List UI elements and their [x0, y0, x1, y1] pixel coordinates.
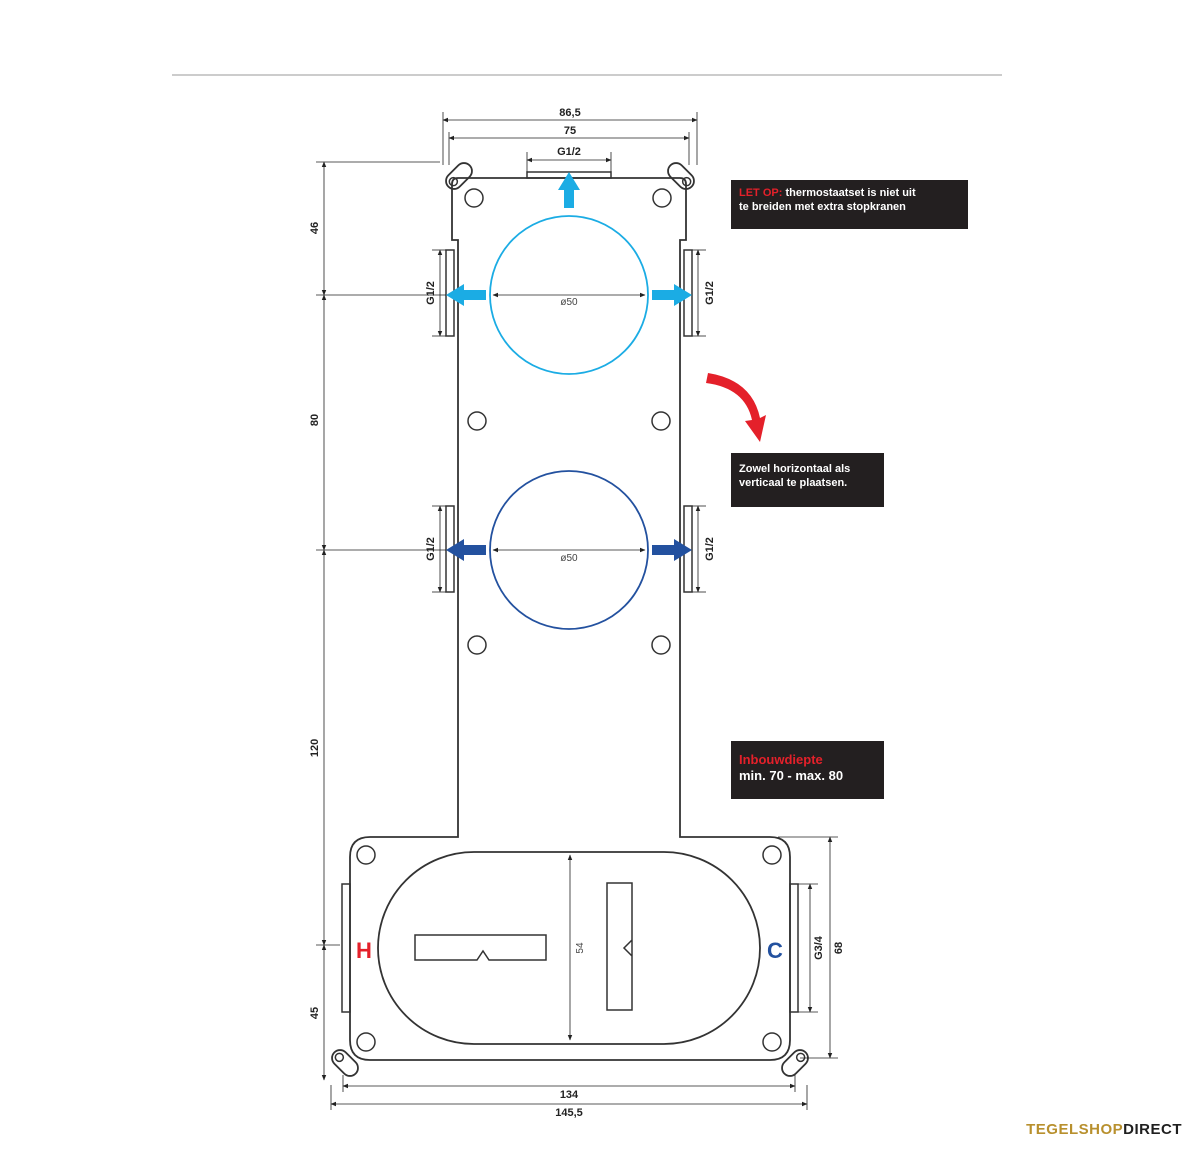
top-right-tab [667, 162, 695, 190]
cold-handle-slot [606, 882, 633, 1011]
cold-label: C [767, 938, 783, 963]
dim-label-75: 75 [564, 125, 576, 137]
mounting-hole [467, 635, 487, 655]
dim-label-145: 145,5 [555, 1107, 583, 1119]
dim-label-top-outlet: G1/2 [557, 146, 581, 158]
depth-note: Inbouwdiepte min. 70 - max. 80 [731, 741, 884, 799]
mounting-hole [356, 845, 376, 865]
brand-part-2: DIRECT [1123, 1121, 1182, 1138]
lower-diameter-label: ø50 [560, 553, 578, 564]
side-boss [341, 883, 351, 1013]
warning-note: LET OP: thermostaatset is niet uit te br… [731, 180, 968, 229]
brand-part-1: TEGELSHOP [1026, 1121, 1124, 1138]
mounting-hole [762, 845, 782, 865]
arrow-up-icon [558, 172, 580, 208]
orientation-line-1: Zowel horizontaal als [739, 463, 851, 475]
dim-label-120: 120 [309, 739, 321, 757]
mounting-hole [464, 188, 484, 208]
hot-label: H [356, 938, 372, 963]
arrow-left-icon [446, 284, 486, 306]
dim-label-86: 86,5 [559, 107, 580, 119]
oval-height-label: 54 [575, 942, 586, 954]
warning-line-2: te breiden met extra stopkranen [739, 201, 906, 213]
dim-label-outlet-lr: G1/2 [704, 537, 716, 561]
dim-label-outlet-ur: G1/2 [704, 281, 716, 305]
orientation-note: Zowel horizontaal als verticaal te plaat… [731, 453, 884, 507]
base-oval [377, 851, 761, 1045]
dim-label-outlet-ll: G1/2 [425, 537, 437, 561]
depth-value: min. 70 - max. 80 [739, 768, 844, 783]
mounting-plate-outline [349, 177, 791, 1061]
dim-label-g34: G3/4 [813, 935, 825, 960]
curved-arrow-icon [706, 373, 766, 442]
arrow-right-icon [652, 539, 692, 561]
mounting-hole [652, 188, 672, 208]
depth-title: Inbouwdiepte [739, 752, 823, 767]
upper-valve-circle [489, 215, 649, 375]
mounting-hole [467, 411, 487, 431]
lower-valve-circle [489, 470, 649, 630]
side-boss [789, 883, 799, 1013]
warning-line-1: thermostaatset is niet uit [782, 187, 916, 199]
bottom-right-tab [781, 1049, 809, 1077]
orientation-line-2: verticaal te plaatsen. [739, 477, 848, 489]
bottom-left-tab [331, 1049, 359, 1077]
dim-label-134: 134 [560, 1089, 579, 1101]
warning-prefix: LET OP: [739, 187, 783, 199]
dim-label-68: 68 [833, 942, 845, 954]
dim-label-45: 45 [309, 1007, 321, 1019]
brand-logo: TEGELSHOPDIRECT [1026, 1121, 1182, 1138]
hot-handle-slot [414, 934, 547, 961]
dim-label-46: 46 [309, 222, 321, 234]
mounting-hole [356, 1032, 376, 1052]
arrow-left-icon [446, 539, 486, 561]
mounting-hole [651, 635, 671, 655]
dim-label-outlet-ul: G1/2 [425, 281, 437, 305]
top-left-tab [445, 162, 473, 190]
mounting-hole [651, 411, 671, 431]
arrow-right-icon [652, 284, 692, 306]
mounting-hole [762, 1032, 782, 1052]
upper-diameter-label: ø50 [560, 297, 578, 308]
dim-label-80: 80 [309, 414, 321, 426]
